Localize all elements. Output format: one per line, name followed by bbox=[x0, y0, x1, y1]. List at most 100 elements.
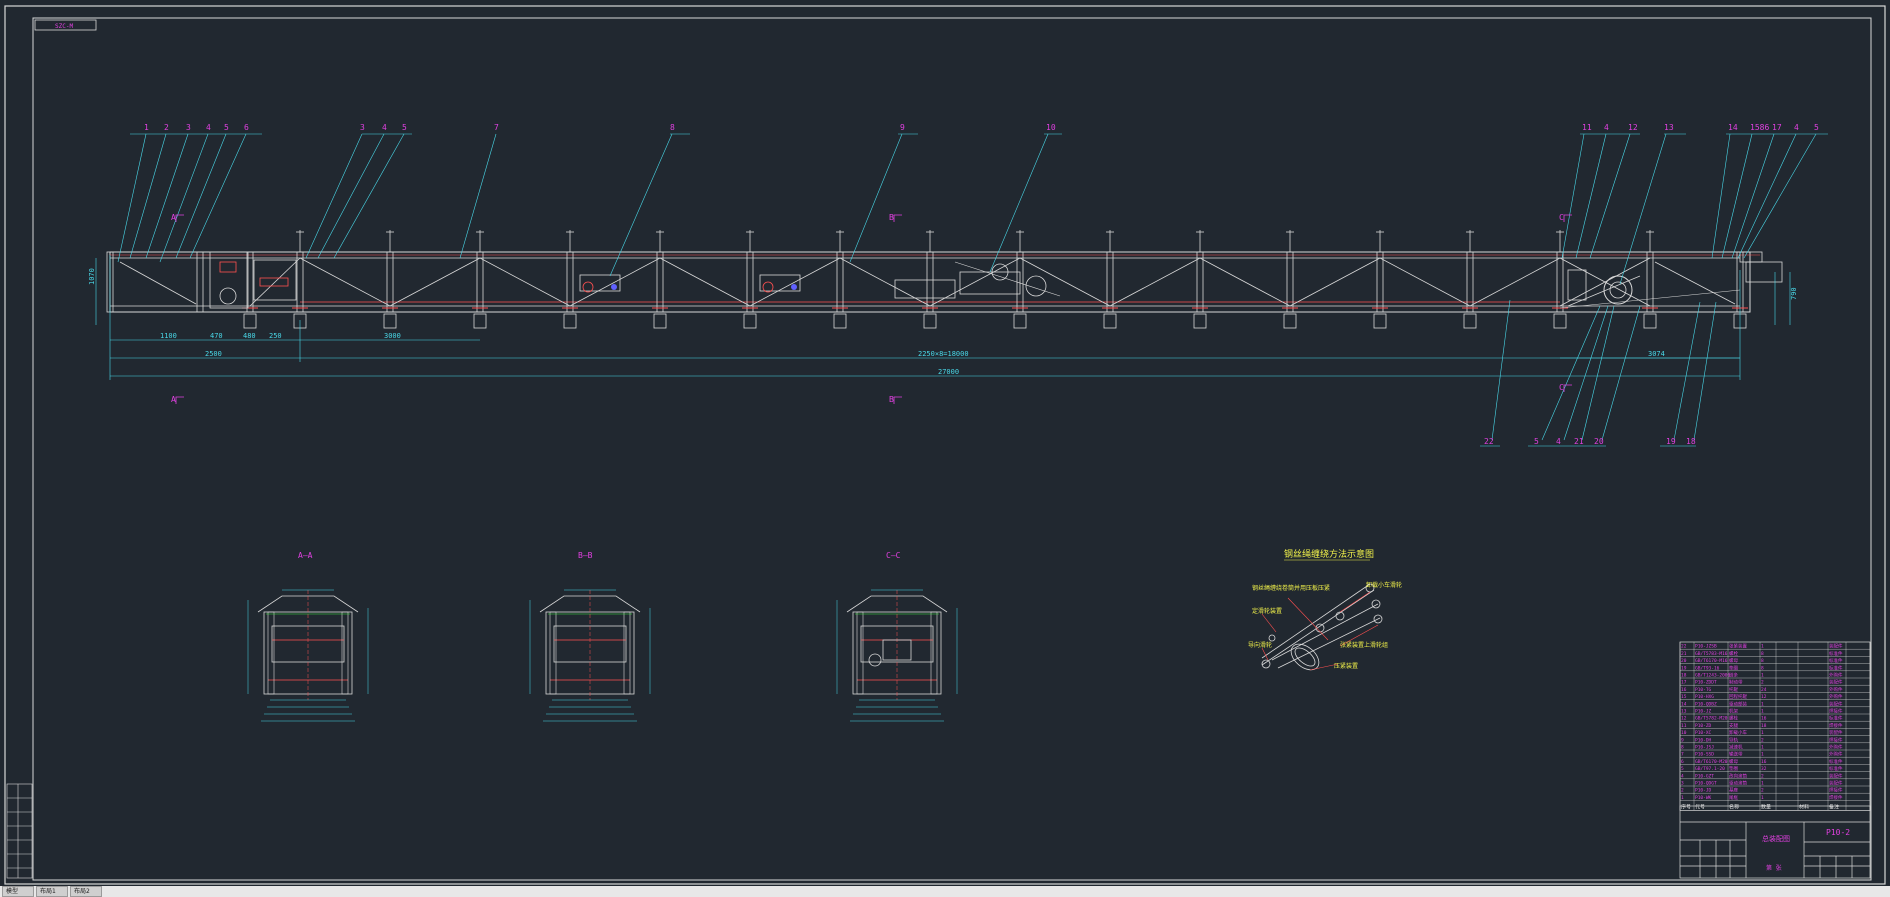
inner-frame bbox=[32, 17, 1872, 881]
bom-cell: GB/T6170-M20 bbox=[1695, 759, 1728, 765]
truss-post bbox=[296, 251, 304, 313]
support-leg bbox=[243, 313, 257, 329]
bom-cell: 14 bbox=[1681, 701, 1687, 707]
bom-cell: 8 bbox=[1761, 651, 1764, 657]
truss-diagonal bbox=[569, 257, 661, 307]
callout-leader bbox=[1561, 133, 1585, 259]
bom-cell: GB/T5782-M20 bbox=[1695, 716, 1728, 722]
callout-leader bbox=[189, 133, 247, 259]
callout-number: 2 bbox=[164, 123, 169, 132]
title-block bbox=[1679, 805, 1871, 879]
tab-layout-1[interactable]: 布局1 bbox=[36, 886, 68, 897]
section-leg-right bbox=[623, 611, 631, 695]
tripper-drum bbox=[1025, 275, 1047, 297]
bom-cell: 装配件 bbox=[1829, 729, 1843, 736]
section-leg-left bbox=[856, 611, 864, 695]
callout-leader bbox=[1619, 133, 1667, 285]
callout-leader bbox=[459, 133, 497, 259]
bom-cell: 4 bbox=[1681, 773, 1684, 779]
bom-cell: 机架 bbox=[1729, 708, 1738, 715]
support-leg bbox=[1463, 313, 1477, 329]
truss-diagonal bbox=[749, 257, 841, 307]
dim-left-d: 250 bbox=[269, 332, 282, 340]
bom-cell: 托辊 bbox=[1729, 686, 1738, 693]
bom-cell: 16 bbox=[1761, 759, 1767, 765]
bom-cell: 7 bbox=[1681, 752, 1684, 758]
callout-leader bbox=[1673, 301, 1701, 441]
bom-cell: 11 bbox=[1681, 723, 1687, 729]
bom-header-cell: 序号 bbox=[1681, 803, 1691, 810]
callout-leader bbox=[1731, 133, 1775, 259]
callout-leader bbox=[1541, 305, 1601, 441]
bom-cell: 5 bbox=[1681, 766, 1684, 772]
bom-cell: 垫圈 bbox=[1729, 664, 1738, 671]
callout-leader bbox=[145, 133, 189, 259]
bom-cell: 装配件 bbox=[1829, 772, 1843, 779]
truss-diagonal bbox=[659, 257, 751, 307]
section-views bbox=[247, 589, 958, 722]
tail-frame bbox=[209, 251, 249, 309]
bom-cell: 装配件 bbox=[1829, 700, 1843, 707]
tail-pulley bbox=[219, 287, 237, 305]
bom-cell: 输送带 bbox=[1729, 751, 1743, 758]
callout-number: 11 bbox=[1582, 123, 1592, 132]
bom-cell: 标准件 bbox=[1829, 765, 1843, 772]
bom-cell: 2 bbox=[1761, 788, 1764, 794]
callout-number: 17 bbox=[1772, 123, 1782, 132]
tail-motor bbox=[219, 261, 237, 273]
bom-cell: 9 bbox=[1681, 737, 1684, 743]
head-drive-box bbox=[1745, 261, 1783, 283]
callout-number: 4 bbox=[1556, 437, 1561, 446]
bom-cell: GB/T1243-2006 bbox=[1695, 673, 1731, 679]
bom-cell: 链条 bbox=[1729, 672, 1738, 679]
callout-leader bbox=[1737, 133, 1797, 259]
section-marker-c: C bbox=[1559, 213, 1564, 222]
truss-diagonal bbox=[1379, 257, 1471, 307]
bom-header-cell: 代号 bbox=[1695, 803, 1705, 810]
bom-cell: 12 bbox=[1681, 716, 1687, 722]
bom-cell: 标准件 bbox=[1829, 657, 1843, 664]
section-marker-b2: B bbox=[889, 395, 894, 404]
bom-cell: 3 bbox=[1681, 781, 1684, 787]
truss-post bbox=[1646, 251, 1654, 313]
bom-cell: 外购件 bbox=[1829, 751, 1843, 758]
bom-cell: 装配件 bbox=[1829, 780, 1843, 787]
truss-post bbox=[1106, 251, 1114, 313]
bom-cell: 减速机 bbox=[1729, 744, 1743, 751]
section-leg-right bbox=[930, 611, 938, 695]
truss-diagonal bbox=[1469, 257, 1561, 307]
tab-model[interactable]: 模型 bbox=[2, 886, 34, 897]
bom-cell: P10-JZ bbox=[1695, 709, 1712, 715]
rope-detail-title: 钢丝绳缠绕方法示意图 bbox=[1284, 548, 1374, 560]
bom-cell: 改向滚筒 bbox=[1729, 772, 1747, 779]
bom-cell: 1 bbox=[1761, 745, 1764, 751]
section-leg-left bbox=[267, 611, 275, 695]
truss-diagonal bbox=[299, 257, 391, 307]
bom-cell: 焊接件 bbox=[1829, 708, 1843, 715]
dim-height-right: 790 bbox=[1790, 287, 1798, 300]
bom-cell: P10-GZT bbox=[1695, 773, 1714, 779]
motor-pulley bbox=[762, 281, 774, 293]
truss-diagonal bbox=[389, 257, 481, 307]
sheet-code: SZC-M bbox=[55, 23, 73, 30]
callout-leader bbox=[1581, 305, 1615, 441]
tail-hopper bbox=[253, 259, 297, 301]
bom-cell: 外购件 bbox=[1829, 672, 1843, 679]
support-leg bbox=[1643, 313, 1657, 329]
head-frame bbox=[1567, 269, 1587, 301]
callout-leader bbox=[1601, 305, 1641, 441]
rope-label-2: 卸载小车滑轮 bbox=[1366, 581, 1402, 589]
bom-cell: 2 bbox=[1761, 680, 1764, 686]
truss-diagonal bbox=[1109, 257, 1201, 307]
outer-frame bbox=[4, 5, 1886, 885]
head-belt bbox=[1559, 289, 1741, 309]
section-drive-pulley bbox=[868, 653, 882, 667]
section-marker-a2: A bbox=[171, 395, 176, 404]
bom-cell: 焊接件 bbox=[1829, 787, 1843, 794]
tab-layout-2[interactable]: 布局2 bbox=[70, 886, 102, 897]
callout-number: 1 bbox=[144, 123, 149, 132]
tripper-drive bbox=[959, 271, 1021, 295]
